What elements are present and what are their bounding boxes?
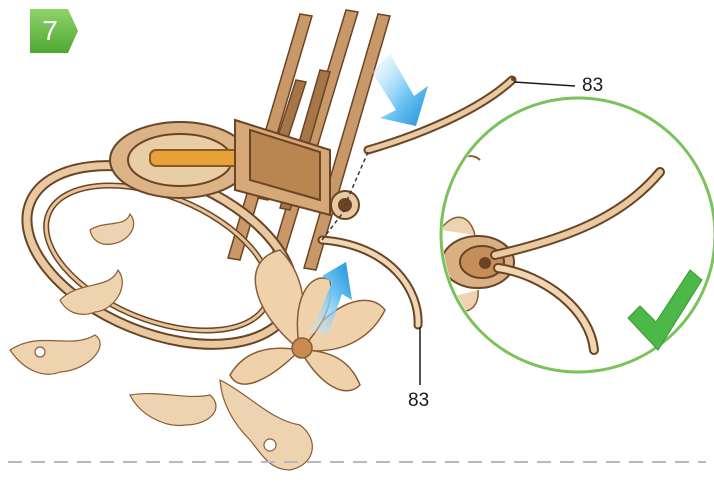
part-label-bottom: 83 — [408, 390, 429, 412]
detail-zoom-circle — [440, 98, 714, 372]
leader-top — [514, 82, 575, 86]
arrow-down-icon — [372, 54, 428, 126]
part-label-top: 83 — [582, 75, 603, 97]
